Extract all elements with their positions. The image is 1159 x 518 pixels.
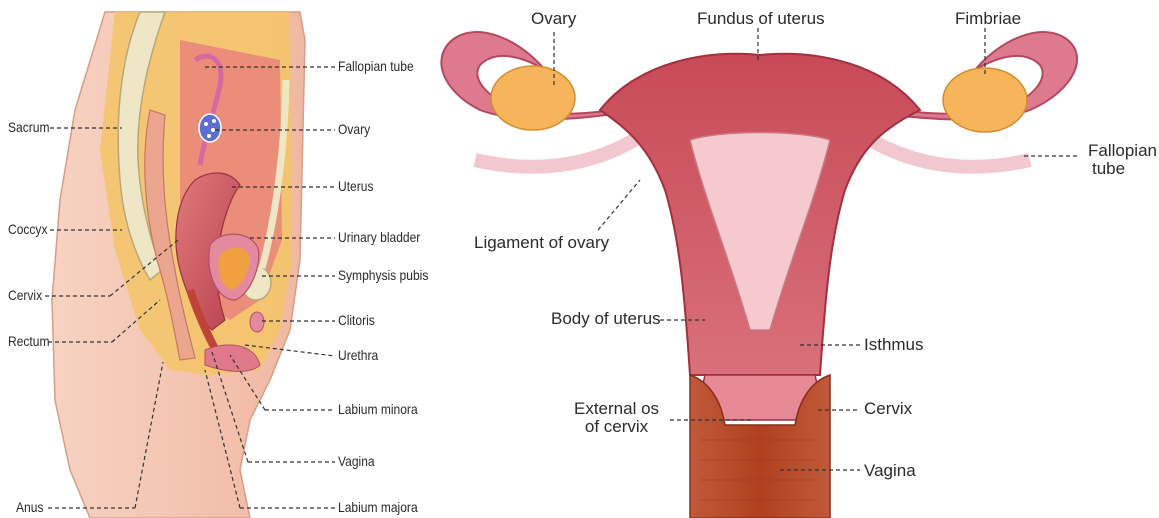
label-rectum: Rectum — [8, 334, 49, 349]
right-ovary — [943, 68, 1027, 132]
left-ovary — [491, 66, 575, 130]
label-cervix-right: Cervix — [864, 400, 912, 418]
clitoris-organ — [250, 312, 264, 332]
label-fallopian-tube-left: Fallopian tube — [338, 59, 414, 74]
label-vagina-right: Vagina — [864, 462, 916, 480]
label-ovary-left: Ovary — [338, 122, 370, 137]
label-external-os-line1: External os — [574, 400, 659, 418]
sagittal-section-illustration — [0, 0, 440, 518]
ovary-organ — [199, 114, 221, 142]
label-cervix-left: Cervix — [8, 288, 42, 303]
label-symphysis-pubis: Symphysis pubis — [338, 268, 428, 283]
label-fimbriae: Fimbriae — [955, 10, 1021, 28]
label-clitoris: Clitoris — [338, 313, 375, 328]
label-vagina-left: Vagina — [338, 454, 375, 469]
label-isthmus: Isthmus — [864, 336, 924, 354]
label-fallopian-line1: Fallopian — [1088, 142, 1157, 160]
label-fallopian-line2: tube — [1088, 160, 1157, 178]
label-external-os: External os of cervix — [574, 400, 659, 436]
label-urethra: Urethra — [338, 348, 378, 363]
uterus-frontal-illustration — [440, 0, 1159, 518]
label-ovary-right: Ovary — [531, 10, 576, 28]
label-uterus: Uterus — [338, 179, 373, 194]
label-labium-majora: Labium majora — [338, 500, 418, 515]
label-anus: Anus — [16, 500, 43, 515]
label-ligament-of-ovary: Ligament of ovary — [474, 234, 609, 252]
label-sacrum: Sacrum — [8, 120, 49, 135]
label-body-of-uterus: Body of uterus — [551, 310, 661, 328]
label-labium-minora: Labium minora — [338, 402, 418, 417]
label-external-os-line2: of cervix — [574, 418, 659, 436]
label-fundus-of-uterus: Fundus of uterus — [697, 10, 825, 28]
label-urinary-bladder: Urinary bladder — [338, 230, 420, 245]
label-coccyx: Coccyx — [8, 222, 47, 237]
label-fallopian-tube-right: Fallopian tube — [1088, 142, 1157, 178]
